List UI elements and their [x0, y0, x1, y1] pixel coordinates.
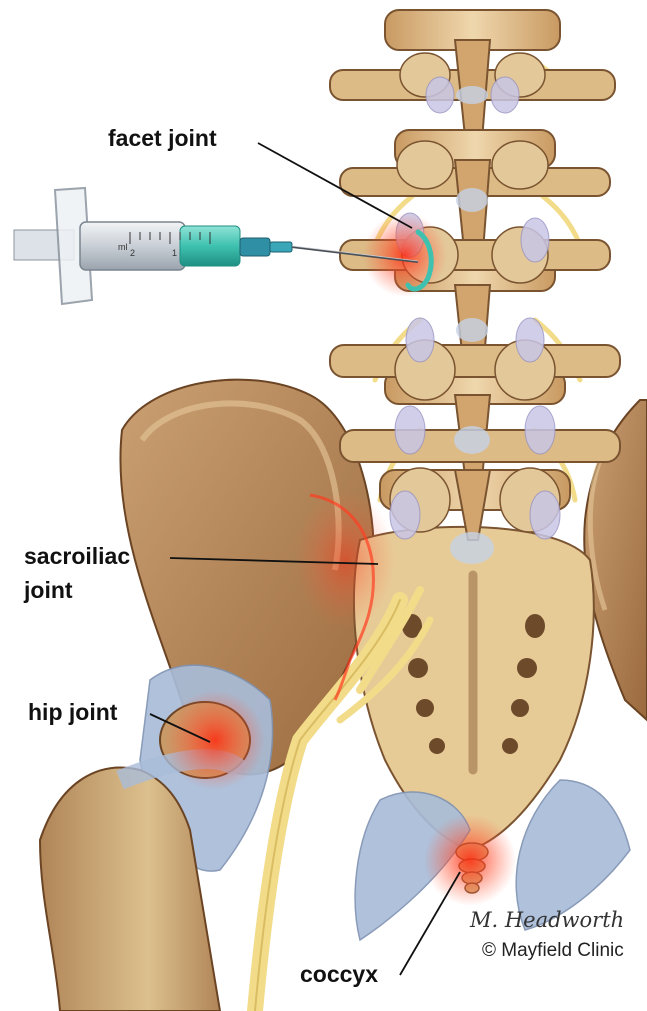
lumbar-spine [330, 10, 620, 564]
syringe-scale-1: 1 [172, 248, 177, 258]
hip-pain-glow [165, 690, 265, 790]
sacroiliac-label-line1: sacroiliac [24, 542, 130, 570]
sacroiliac-label-line2: joint [24, 576, 73, 604]
coccyx-label: coccyx [300, 960, 378, 988]
facet-pain-glow [363, 213, 447, 297]
facet-joint-label: facet joint [108, 124, 217, 152]
copyright-credit: © Mayfield Clinic [482, 940, 624, 962]
hip-joint-label: hip joint [28, 698, 117, 726]
syringe-scale-unit: ml [118, 242, 128, 252]
syringe-scale-2: 2 [130, 248, 135, 258]
coccyx-pain-glow [424, 814, 516, 906]
artist-signature: M. Headworth [470, 908, 624, 932]
